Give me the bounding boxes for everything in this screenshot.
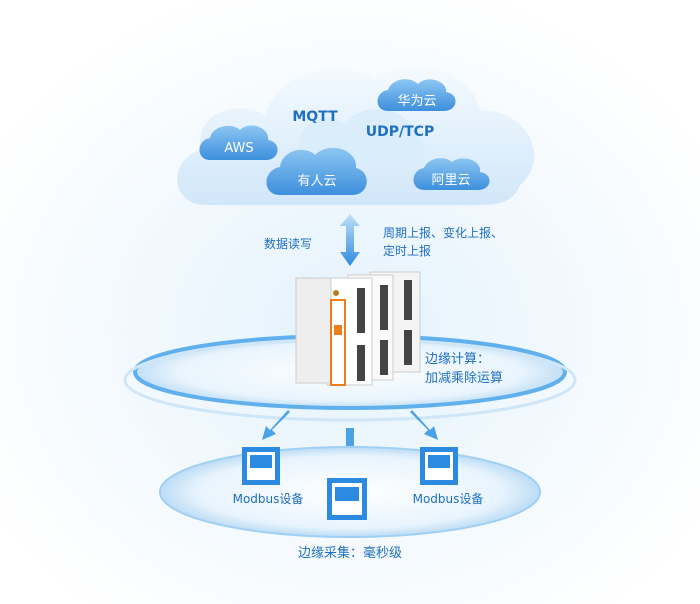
modbus-device-right-icon <box>420 447 458 485</box>
platform-usr: 有人云 <box>297 174 336 189</box>
modbus-device-left-label: Modbus设备 <box>233 492 304 506</box>
edge-compute-line1: 边缘计算： <box>425 352 490 367</box>
report-label-line2: 定时上报 <box>383 243 431 258</box>
arrow-down-left-icon <box>262 410 290 440</box>
arrow-down-right-icon <box>410 410 438 440</box>
modbus-device-left-icon <box>242 447 280 485</box>
protocol-mqtt: MQTT <box>292 109 338 125</box>
edge-gateway-device <box>295 271 421 386</box>
bidirectional-arrow-icon <box>340 214 360 266</box>
cloud-aws: AWS <box>199 125 278 160</box>
data-read-write-label: 数据读写 <box>264 236 312 251</box>
cloud-huawei: 华为云 <box>377 79 456 111</box>
platform-aws: AWS <box>224 141 253 156</box>
modbus-device-center-icon <box>327 478 367 520</box>
protocol-udp-tcp: UDP/TCP <box>366 124 434 140</box>
modbus-device-right-label: Modbus设备 <box>413 492 484 506</box>
platform-huawei: 华为云 <box>397 94 436 109</box>
platform-aliyun: 阿里云 <box>431 173 470 188</box>
report-label-line1: 周期上报、变化上报、 <box>383 225 503 240</box>
edge-compute-line2: 加减乘除运算 <box>425 371 503 386</box>
cloud-aliyun: 阿里云 <box>413 158 490 190</box>
cloud-usr: 有人云 <box>266 147 367 195</box>
edge-collect-label: 边缘采集：毫秒级 <box>298 545 402 561</box>
